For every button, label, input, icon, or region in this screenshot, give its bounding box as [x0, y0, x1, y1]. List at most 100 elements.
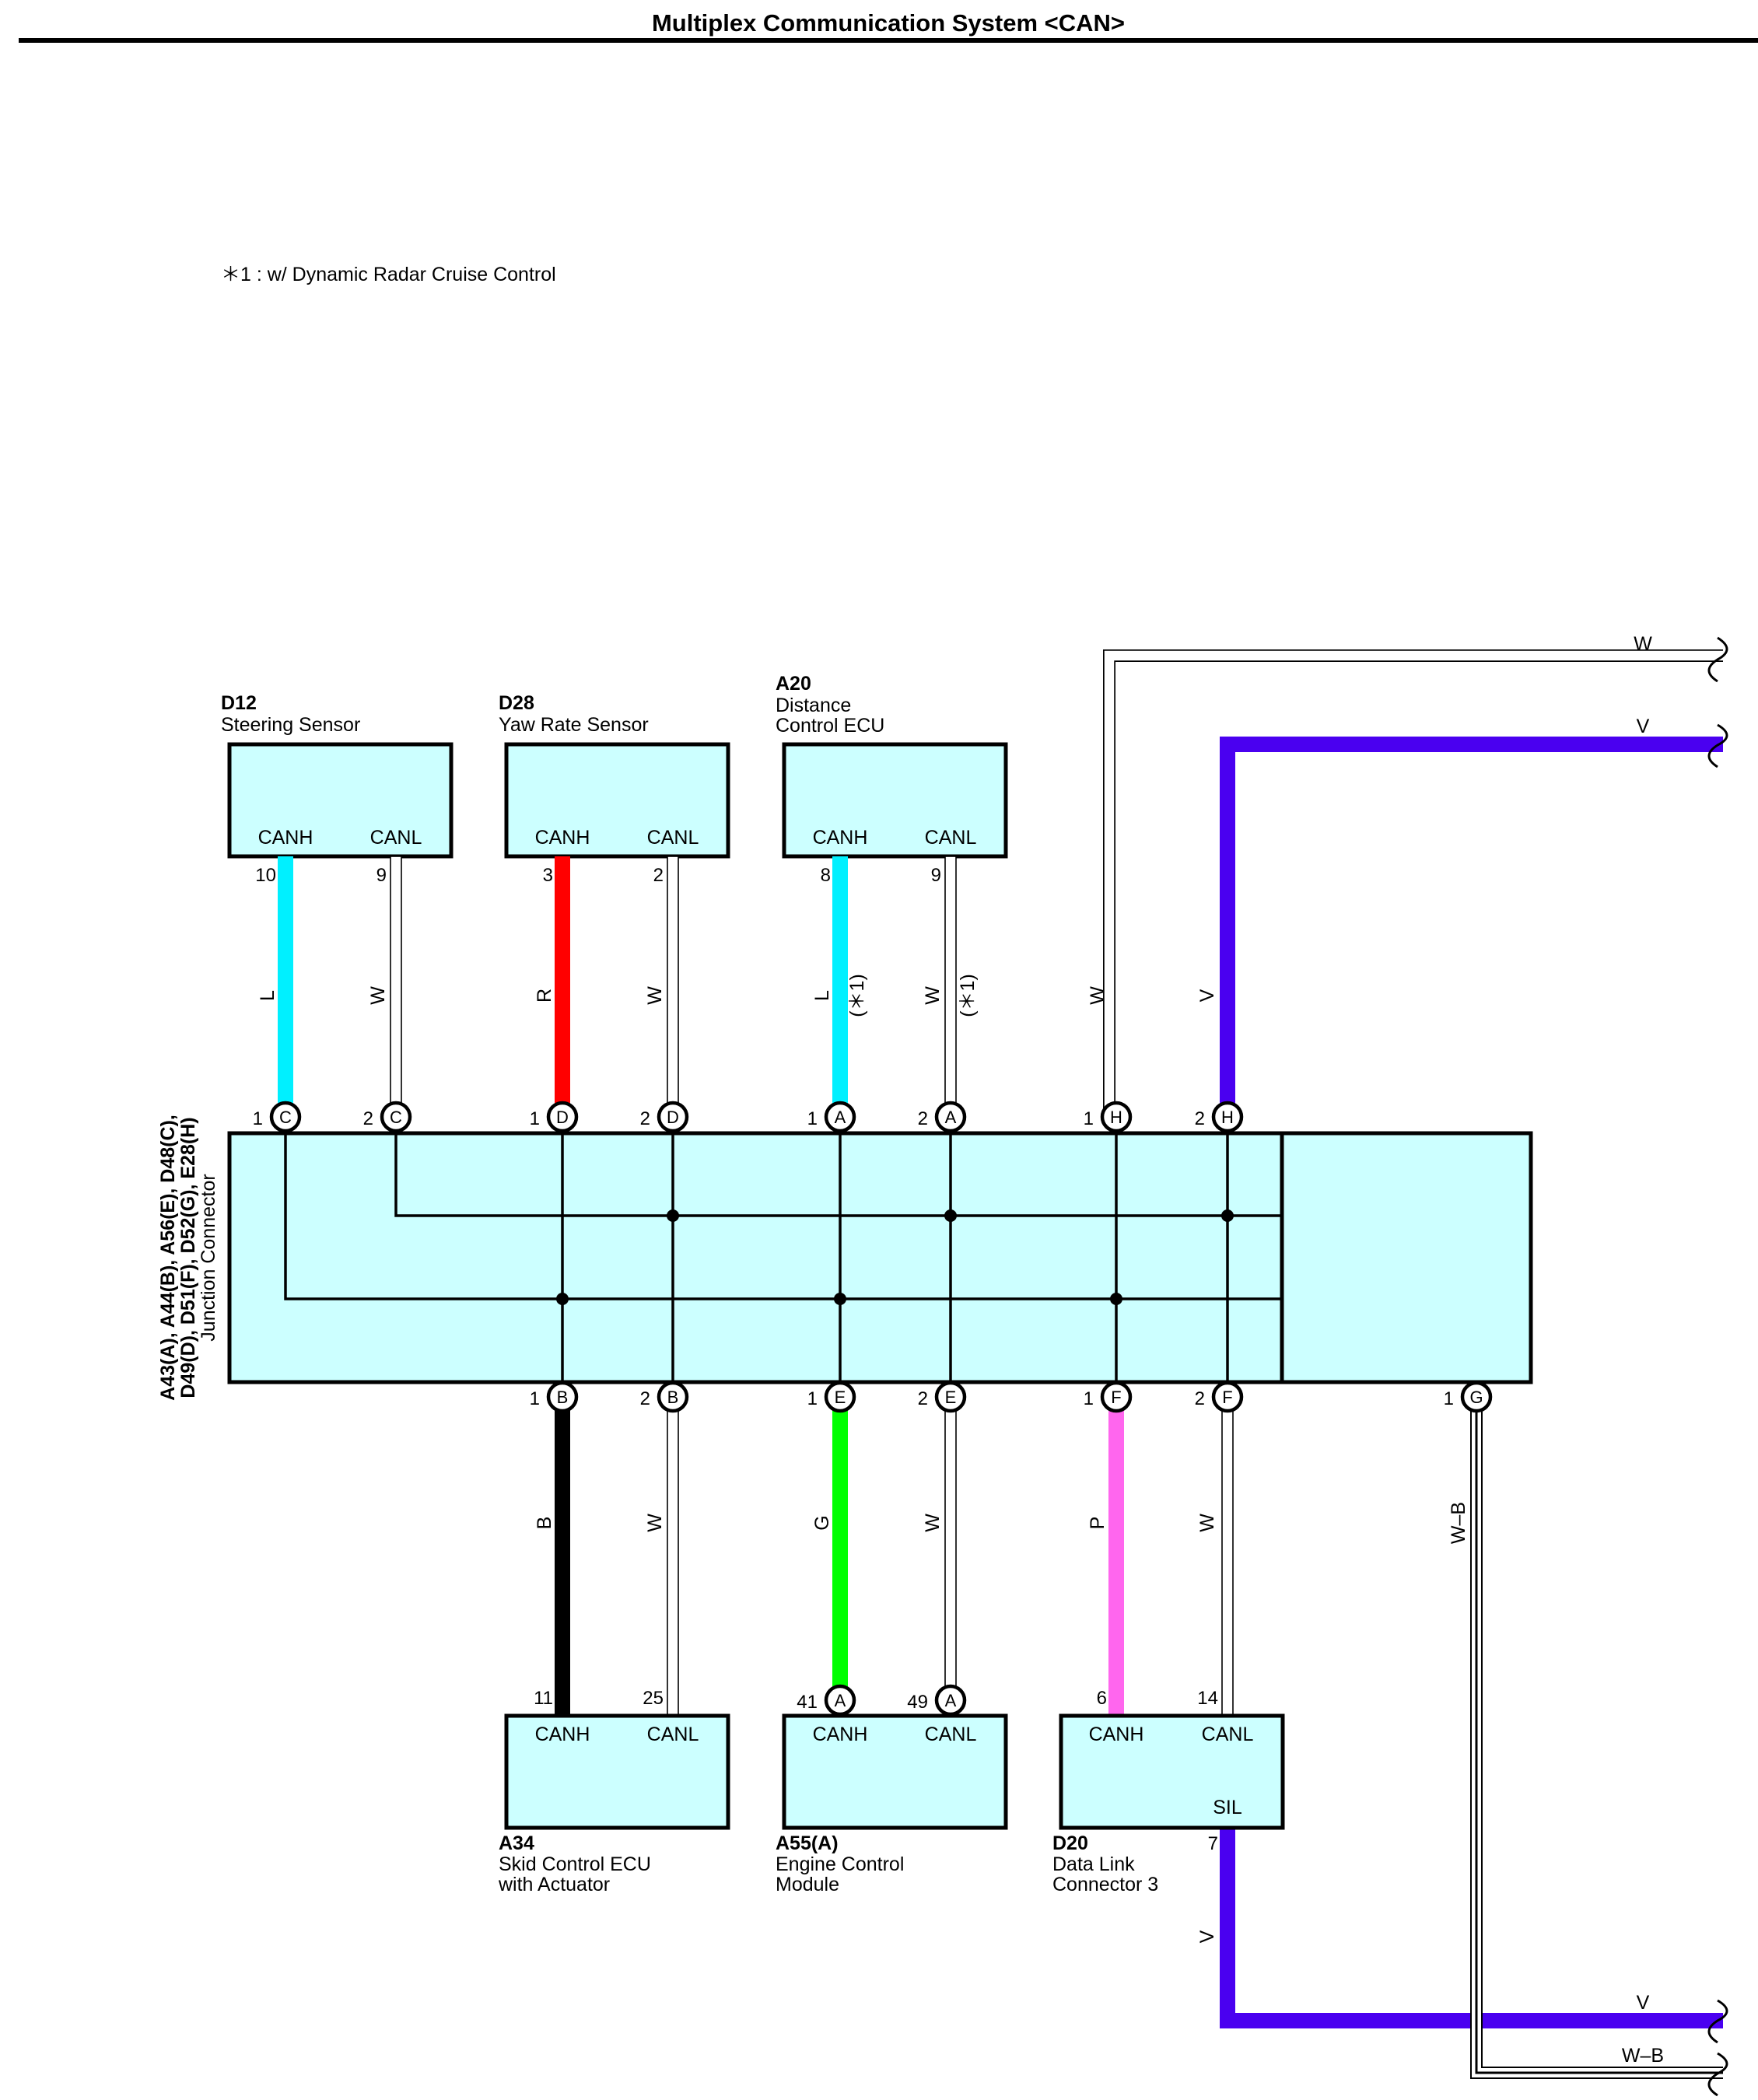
- connector-circle: [1460, 1381, 1493, 1413]
- wire-v-sil: [1220, 1828, 1723, 2028]
- connector-circle: [1100, 1381, 1133, 1413]
- wire-color-label: V: [1637, 1992, 1650, 2014]
- component-name-line2: Module: [776, 1874, 839, 1895]
- component-box: [504, 742, 730, 859]
- connector-circle: [1211, 1381, 1244, 1413]
- wire-b: [555, 1397, 570, 1716]
- junction-label-line2: D49(D), D51(F), D52(G), E28(H): [177, 1117, 199, 1398]
- wire-w: [1221, 1396, 1234, 1717]
- pin-label-sil: SIL: [1213, 1797, 1242, 1818]
- pin-label-canh: CANH: [1089, 1724, 1144, 1745]
- pin-number: 2: [1195, 1108, 1205, 1129]
- connector-circle: [824, 1381, 856, 1413]
- wire-w: [667, 1396, 679, 1717]
- connector-circle: [546, 1101, 579, 1133]
- pin-label-canl: CANL: [647, 827, 699, 849]
- connector-letter: A: [945, 1691, 957, 1710]
- wire-color-label: V: [1196, 989, 1218, 1002]
- pin-number: 41: [797, 1692, 818, 1713]
- wire-break-mark: [1707, 636, 1728, 683]
- pin-number: 14: [1197, 1688, 1218, 1709]
- pin-number: 1: [1084, 1388, 1094, 1409]
- wire-color-label: W: [367, 986, 389, 1005]
- pin-number: 2: [640, 1108, 650, 1129]
- junction-label-line1: A43(A), A44(B), A56(E), D48(C),: [157, 1115, 179, 1401]
- component-a34: CANH CANL A34 Skid Control ECU with Actu…: [498, 1713, 730, 1895]
- wire-option-mark: (＊1): [846, 974, 868, 1017]
- splice-dot: [1110, 1293, 1122, 1305]
- component-code: A34: [499, 1832, 534, 1854]
- connector-letter: A: [835, 1691, 846, 1710]
- connector-circle: [824, 1101, 856, 1133]
- pin-label-canh: CANH: [258, 827, 313, 849]
- wire-option-mark: (＊1): [957, 974, 979, 1017]
- connector-circle: [934, 1101, 967, 1133]
- component-d20: CANH CANL SIL D20 Data Link Connector 3: [1052, 1713, 1285, 1895]
- connector-circle: [380, 1101, 412, 1133]
- component-code: D20: [1052, 1832, 1088, 1854]
- component-code: D12: [221, 692, 257, 714]
- pin-number: 2: [918, 1108, 928, 1129]
- wire-color-label: W: [644, 986, 666, 1005]
- wire-color-label: W: [1196, 1514, 1218, 1532]
- wire-color-label: L: [257, 990, 278, 1001]
- component-a20: A20 Distance Control ECU CANH CANL: [776, 673, 1008, 859]
- pin-number: 25: [643, 1688, 664, 1709]
- upper-wires: [278, 649, 1723, 1118]
- pin-number: 2: [363, 1108, 373, 1129]
- pin-label-canh: CANH: [813, 827, 868, 849]
- connector-letter: C: [279, 1108, 292, 1127]
- wire-color-label: W: [644, 1514, 666, 1532]
- component-box: [504, 1713, 730, 1830]
- connector-letter: D: [667, 1108, 679, 1127]
- connector-circle: [1211, 1101, 1244, 1133]
- component-box: [782, 742, 1008, 859]
- wire-break-mark: [1707, 2052, 1728, 2097]
- footnote: ＊1 : w/ Dynamic Radar Cruise Control: [221, 264, 556, 285]
- splice-dot: [944, 1209, 957, 1222]
- connector-circle: [657, 1101, 689, 1133]
- wire-color-label: W–B: [1448, 1502, 1469, 1544]
- wire-wb-inner: [1472, 1397, 1723, 2077]
- wire-w-right-inner: [1104, 650, 1723, 1117]
- connector-letter: E: [835, 1388, 846, 1407]
- pin-number: 2: [653, 865, 664, 886]
- wire-w-right: [1103, 649, 1723, 1117]
- connector-circle: [269, 1101, 302, 1133]
- title-rule: [19, 38, 1758, 43]
- connector-letter: F: [1111, 1388, 1121, 1407]
- splice-dot: [556, 1293, 569, 1305]
- wire-l: [832, 856, 848, 1117]
- junction-top-pins: 1 C 2 C 1 D 2 D 1 A 2 A 1 H 2 H: [253, 1101, 1244, 1133]
- component-name: Steering Sensor: [221, 714, 360, 736]
- wire-color-label: P: [1087, 1517, 1108, 1530]
- wire-color-label: W–B: [1622, 2045, 1664, 2067]
- connector-circle: [657, 1381, 689, 1413]
- connector-circle: [1100, 1101, 1133, 1133]
- wire-color-label: L: [811, 990, 833, 1001]
- wire-color-label: W: [922, 986, 944, 1005]
- wire-g: [832, 1397, 848, 1700]
- wire-l: [278, 856, 293, 1117]
- component-code: A55(A): [776, 1832, 839, 1854]
- component-box: [782, 1713, 1008, 1830]
- component-code: D28: [499, 692, 534, 714]
- wire-wb: [1470, 1397, 1723, 2079]
- pin-label-canl: CANL: [1202, 1724, 1254, 1745]
- pin-label-canl: CANL: [925, 1724, 977, 1745]
- component-d28: D28 Yaw Rate Sensor CANH CANL: [499, 692, 730, 859]
- canl-bus: [394, 1133, 1282, 1217]
- pin-label-canh: CANH: [535, 827, 590, 849]
- wire-break-mark: [1707, 723, 1728, 768]
- pin-number: 1: [1084, 1108, 1094, 1129]
- wire-wb-stripe: [1475, 1397, 1723, 2074]
- connector-letter: A: [945, 1108, 957, 1127]
- connector-letter: A: [835, 1108, 846, 1127]
- component-box: [1059, 1713, 1285, 1830]
- wire-color-label: W: [1634, 633, 1652, 655]
- wire-color-label: W: [922, 1514, 944, 1532]
- wire-r: [555, 856, 570, 1117]
- wire-break-mark: [1707, 1999, 1728, 2044]
- wire-w: [667, 856, 679, 1118]
- component-code: A20: [776, 673, 811, 695]
